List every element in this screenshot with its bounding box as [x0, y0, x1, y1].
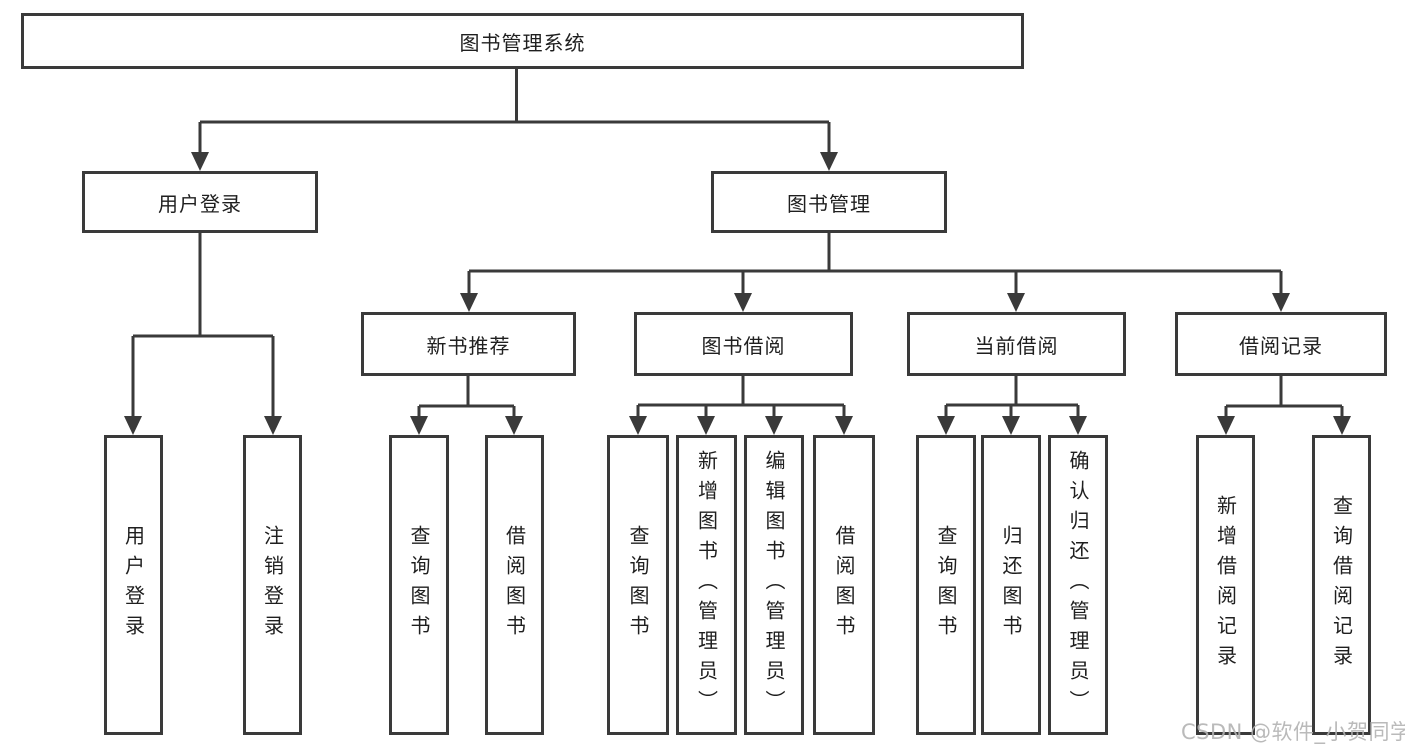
node-user-login: 用户登录 — [82, 171, 318, 233]
node-label: 用户登录 — [121, 525, 146, 645]
node-label: 用户登录 — [158, 191, 242, 216]
node-book-management: 图书管理 — [711, 171, 947, 233]
node-label: 查询图书 — [626, 525, 650, 645]
node-book-borrowing: 图书借阅 — [634, 312, 853, 376]
node-label: 借阅图书 — [502, 525, 527, 645]
leaf-confirm-return-admin: 确认归还（管理员） — [1048, 435, 1108, 735]
node-label: 当前借阅 — [974, 333, 1059, 358]
node-label: 图书管理系统 — [459, 30, 586, 55]
leaf-add-borrow-record: 新增借阅记录 — [1196, 435, 1255, 735]
node-library-management-system: 图书管理系统 — [21, 13, 1024, 69]
leaf-query-books-recommend: 查询图书 — [389, 435, 449, 735]
arrowheads — [124, 152, 1351, 435]
leaf-add-books-admin: 新增图书（管理员） — [676, 435, 737, 735]
leaf-logout: 注销登录 — [243, 435, 302, 735]
leaf-query-borrow-record: 查询借阅记录 — [1312, 435, 1371, 735]
node-label: 编辑图书（管理员） — [762, 450, 786, 720]
leaf-borrow-books-recommend: 借阅图书 — [485, 435, 544, 735]
node-label: 注销登录 — [260, 525, 285, 645]
node-label: 查询借阅记录 — [1329, 495, 1354, 675]
leaf-borrow-books: 借阅图书 — [813, 435, 875, 735]
node-label: 确认归还（管理员） — [1066, 450, 1090, 720]
leaf-return-books: 归还图书 — [981, 435, 1041, 735]
node-new-book-recommendation: 新书推荐 — [361, 312, 576, 376]
node-label: 归还图书 — [999, 525, 1023, 645]
node-label: 借阅记录 — [1239, 333, 1323, 358]
node-borrowing-records: 借阅记录 — [1175, 312, 1387, 376]
node-current-borrowing: 当前借阅 — [907, 312, 1126, 376]
node-label: 新增借阅记录 — [1213, 495, 1238, 675]
leaf-user-login: 用户登录 — [104, 435, 163, 735]
node-label: 查询图书 — [407, 525, 431, 645]
node-label: 新增图书（管理员） — [694, 450, 719, 720]
node-label: 新书推荐 — [426, 333, 511, 358]
leaf-query-books-current: 查询图书 — [916, 435, 976, 735]
connector-strokes — [131, 69, 1344, 418]
node-label: 图书借阅 — [701, 333, 786, 358]
node-label: 图书管理 — [787, 191, 871, 216]
leaf-query-books-borrow: 查询图书 — [607, 435, 669, 735]
node-label: 借阅图书 — [832, 525, 856, 645]
csdn-watermark: CSDN @软件_小贺同学 — [1181, 720, 1405, 744]
node-label: 查询图书 — [934, 525, 958, 645]
leaf-edit-books-admin: 编辑图书（管理员） — [744, 435, 804, 735]
